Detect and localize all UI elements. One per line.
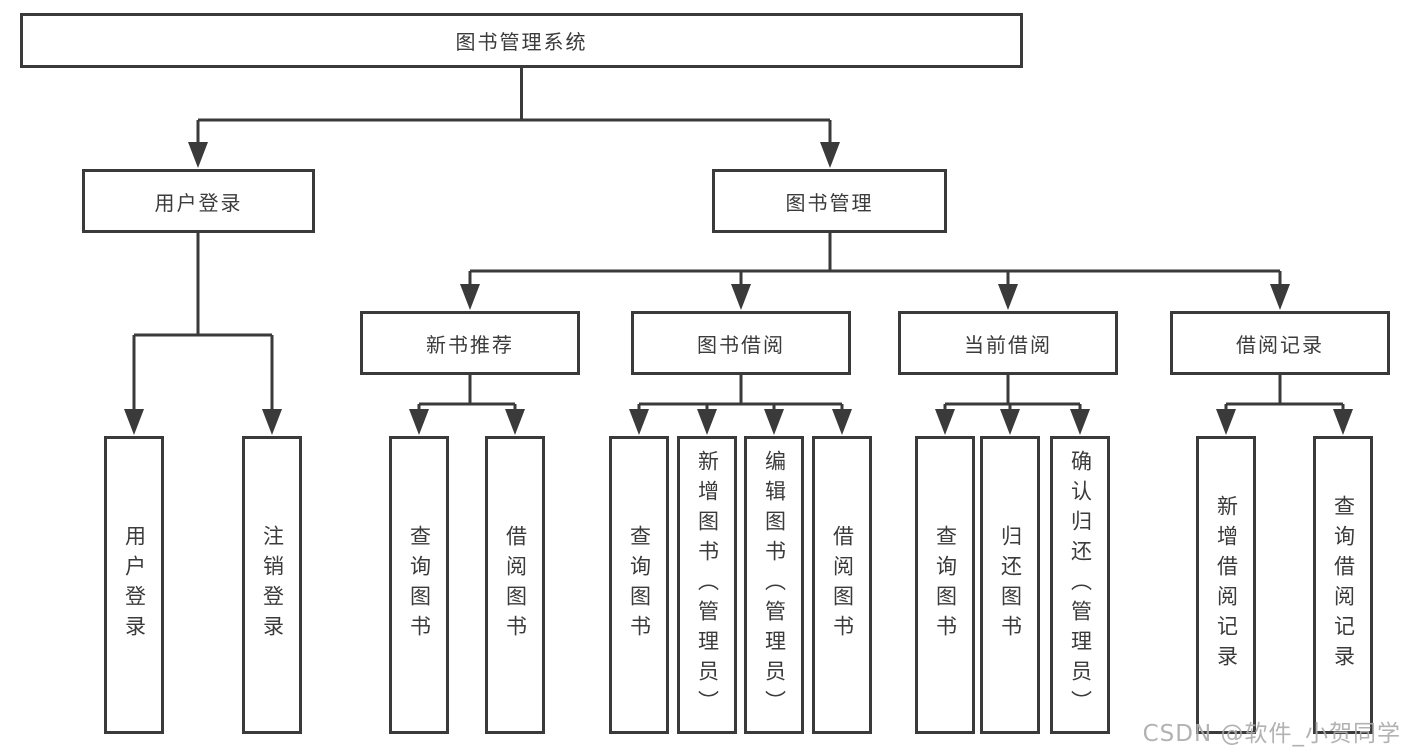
arrow-head <box>629 409 649 435</box>
node-borrow-books-borrowing: 借阅图书 <box>812 436 872 734</box>
arrow-head <box>124 409 144 435</box>
arrow-head <box>697 409 717 435</box>
leaf-label: 新增借阅记录 <box>1214 495 1239 675</box>
arrow-head <box>409 409 429 435</box>
arrow-head <box>731 284 751 310</box>
node-borrowing-records: 借阅记录 <box>1170 311 1390 375</box>
leaf-label: 确认归还（管理员） <box>1068 450 1093 720</box>
arrow-head <box>764 409 784 435</box>
arrow-head <box>820 142 840 168</box>
node-query-books-borrowing: 查询图书 <box>609 436 669 734</box>
leaf-label: 新增图书（管理员） <box>695 450 720 720</box>
arrow-head <box>1070 409 1090 435</box>
node-add-books-admin: 新增图书（管理员） <box>677 436 737 734</box>
arrow-head <box>262 409 282 435</box>
node-book-management-branch: 图书管理 <box>712 169 947 233</box>
leaf-label: 编辑图书（管理员） <box>762 450 787 720</box>
arrow-head <box>1270 284 1290 310</box>
arrow-head <box>998 284 1018 310</box>
node-borrow-books-recommend: 借阅图书 <box>485 436 545 734</box>
arrow-head <box>1000 409 1020 435</box>
leaf-label: 查询图书 <box>407 525 432 645</box>
node-edit-books-admin: 编辑图书（管理员） <box>744 436 804 734</box>
node-user-login-branch: 用户登录 <box>82 169 315 233</box>
node-query-books-recommend: 查询图书 <box>389 436 449 734</box>
node-library-management-system: 图书管理系统 <box>20 13 1023 68</box>
leaf-label: 查询图书 <box>627 525 652 645</box>
node-book-borrowing: 图书借阅 <box>631 311 851 375</box>
node-confirm-return-admin: 确认归还（管理员） <box>1050 436 1110 734</box>
node-return-books: 归还图书 <box>980 436 1040 734</box>
node-query-books-current: 查询图书 <box>915 436 975 734</box>
leaf-label: 归还图书 <box>998 525 1023 645</box>
node-current-borrowing: 当前借阅 <box>898 311 1118 375</box>
leaf-label: 借阅图书 <box>503 525 528 645</box>
arrow-head <box>1333 409 1353 435</box>
arrow-head <box>505 409 525 435</box>
arrow-head <box>188 142 208 168</box>
leaf-label: 查询图书 <box>933 525 958 645</box>
connector-path <box>132 68 1345 412</box>
arrow-head <box>1216 409 1236 435</box>
leaf-label: 查询借阅记录 <box>1331 495 1356 675</box>
arrow-head <box>935 409 955 435</box>
leaf-label: 用户登录 <box>122 525 147 645</box>
node-logout-leaf: 注销登录 <box>242 436 302 734</box>
watermark: CSDN @软件_小贺同学 <box>1142 721 1401 747</box>
node-add-borrow-record: 新增借阅记录 <box>1196 436 1256 734</box>
node-new-book-recommend: 新书推荐 <box>360 311 580 375</box>
arrow-head <box>460 284 480 310</box>
node-user-login-leaf: 用户登录 <box>104 436 164 734</box>
leaf-label: 借阅图书 <box>830 525 855 645</box>
node-query-borrow-record: 查询借阅记录 <box>1313 436 1373 734</box>
leaf-label: 注销登录 <box>260 525 285 645</box>
arrow-head <box>832 409 852 435</box>
